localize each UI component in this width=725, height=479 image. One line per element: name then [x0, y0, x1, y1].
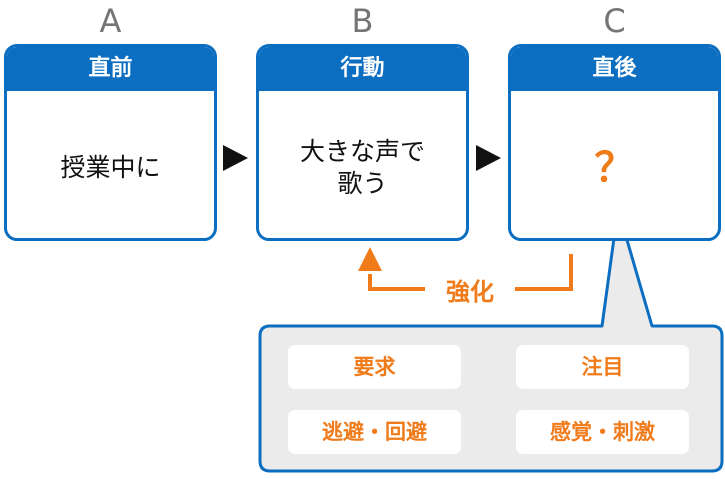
callout-item-escape-avoidance: 逃避・回避	[288, 410, 461, 454]
stage-c-letter: C	[603, 2, 626, 40]
stage-a-header: 直前	[7, 47, 214, 91]
stage-c-question-mark: ？	[594, 144, 635, 191]
callout-item-attention: 注目	[516, 345, 689, 389]
stage-b-letter: B	[351, 2, 374, 40]
stage-c-box: 直後 ？	[508, 44, 721, 241]
stage-b-box: 行動 大きな声で 歌う	[256, 44, 469, 241]
reinforcement-label: 強化	[425, 272, 515, 312]
reinforcement-arrowhead	[358, 247, 382, 271]
callout-item-sensory-stimulation: 感覚・刺激	[516, 410, 689, 454]
right-arrow-icon	[476, 145, 501, 171]
stage-a-letter: A	[99, 2, 122, 40]
stage-a-box: 直前 授業中に	[4, 44, 217, 241]
callout-bubble	[258, 207, 724, 473]
stage-b-header: 行動	[259, 47, 466, 91]
callout-item-demand: 要求	[288, 345, 461, 389]
stage-c-header: 直後	[511, 47, 718, 91]
right-arrow-icon	[223, 145, 248, 171]
stage-b-body: 大きな声で 歌う	[299, 136, 425, 198]
stage-a-body: 授業中に	[60, 152, 161, 182]
